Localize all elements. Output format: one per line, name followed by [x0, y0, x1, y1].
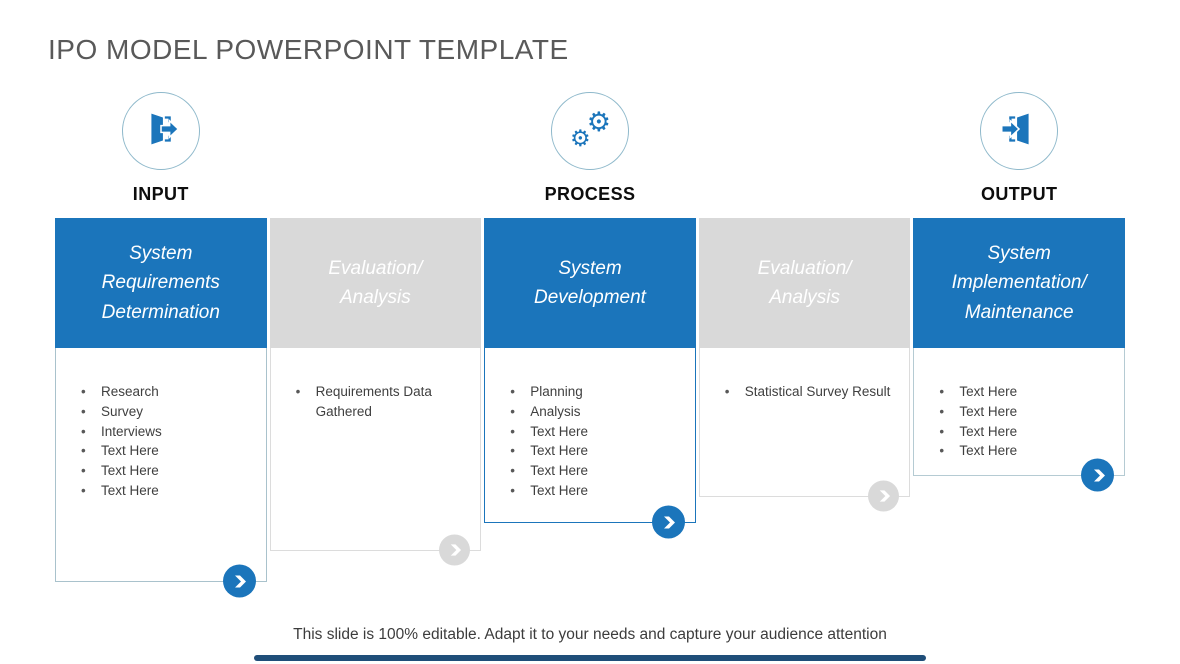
column-header: Evaluation/ Analysis — [269, 218, 482, 348]
column-header: System Requirements Determination — [55, 218, 267, 348]
column-body: Planning Analysis Text Here Text Here Te… — [484, 348, 696, 539]
list-item: Statistical Survey Result — [725, 382, 900, 402]
chevron-arrow-icon — [1081, 458, 1114, 492]
bullet-list: Research Survey Interviews Text Here Tex… — [56, 348, 266, 501]
column-system-requirements: System Requirements Determination Resear… — [55, 218, 267, 598]
bottom-accent-bar — [254, 655, 926, 661]
list-item: Planning — [510, 382, 685, 402]
chevron-arrow-icon — [868, 480, 900, 512]
bullet-list: Statistical Survey Result — [700, 348, 910, 402]
bullet-list: Planning Analysis Text Here Text Here Te… — [485, 348, 695, 501]
chevron-arrow-icon — [222, 564, 256, 598]
column-header: Evaluation/ Analysis — [698, 218, 911, 348]
footer-note: This slide is 100% editable. Adapt it to… — [293, 626, 887, 643]
column-system-development: System Development Planning Analysis Tex… — [484, 218, 696, 582]
list-item: Text Here — [510, 422, 685, 442]
list-item: Analysis — [510, 402, 685, 422]
input-icon-circle — [121, 92, 200, 170]
stage-output: OUTPUT — [913, 92, 1125, 205]
output-icon-circle — [980, 92, 1059, 170]
list-item: Survey — [81, 402, 256, 422]
column-header: System Implementation/ Maintenance — [913, 218, 1125, 348]
column-body: Requirements Data Gathered — [269, 348, 482, 566]
column-body: Research Survey Interviews Text Here Tex… — [55, 348, 267, 598]
bullet-list: Text Here Text Here Text Here Text Here — [914, 348, 1124, 461]
door-enter-icon — [996, 106, 1042, 157]
ipo-columns: System Requirements Determination Resear… — [55, 218, 1125, 598]
stage-process: ⚙ ⚙ PROCESS — [484, 92, 696, 205]
stage-label-process: PROCESS — [544, 184, 636, 204]
page-title: IPO MODEL POWERPOINT TEMPLATE — [48, 34, 569, 65]
gears-icon: ⚙ ⚙ — [569, 107, 611, 152]
column-body: Statistical Survey Result — [698, 348, 911, 512]
list-item: Text Here — [939, 441, 1114, 461]
list-item: Text Here — [939, 402, 1114, 422]
list-item: Text Here — [939, 382, 1114, 402]
stage-label-input: INPUT — [132, 184, 189, 204]
list-item: Text Here — [510, 461, 685, 481]
bullet-list: Requirements Data Gathered — [271, 348, 481, 422]
list-item: Interviews — [81, 422, 256, 442]
process-icon-circle: ⚙ ⚙ — [550, 92, 629, 170]
stage-label-output: OUTPUT — [980, 184, 1058, 204]
list-item: Text Here — [939, 422, 1114, 442]
list-item: Text Here — [510, 481, 685, 501]
list-item: Text Here — [510, 441, 685, 461]
chevron-arrow-icon — [651, 505, 685, 539]
list-item: Research — [81, 382, 256, 402]
column-system-implementation: System Implementation/ Maintenance Text … — [913, 218, 1125, 582]
chevron-arrow-icon — [439, 534, 471, 566]
stage-input: INPUT — [55, 92, 267, 205]
list-item: Requirements Data Gathered — [296, 382, 471, 422]
list-item: Text Here — [81, 441, 256, 461]
stage-icon-row: INPUT ⚙ ⚙ PROCESS OUTPU — [55, 92, 1125, 205]
column-header: System Development — [484, 218, 696, 348]
list-item: Text Here — [81, 481, 256, 501]
column-body: Text Here Text Here Text Here Text Here — [913, 348, 1125, 492]
list-item: Text Here — [81, 461, 256, 481]
column-evaluation-analysis-2: Evaluation/ Analysis Statistical Survey … — [698, 218, 911, 582]
door-exit-icon — [138, 106, 184, 157]
column-evaluation-analysis-1: Evaluation/ Analysis Requirements Data G… — [269, 218, 482, 582]
